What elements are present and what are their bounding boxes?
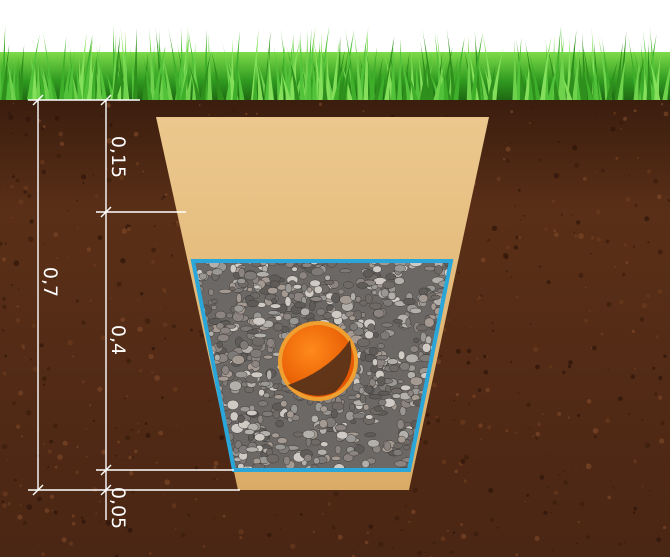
drain-pipe <box>278 321 358 401</box>
sand-bottom-depth-label: 0,05 <box>107 487 129 529</box>
total-depth-label: 0,7 <box>39 267 61 297</box>
grass-layer <box>0 25 670 101</box>
dimension-lines <box>28 94 240 520</box>
gravel-layer-depth-label: 0,4 <box>107 325 129 355</box>
sand-top-depth-label: 0,15 <box>107 136 129 178</box>
geotextile-wrap <box>190 259 454 472</box>
